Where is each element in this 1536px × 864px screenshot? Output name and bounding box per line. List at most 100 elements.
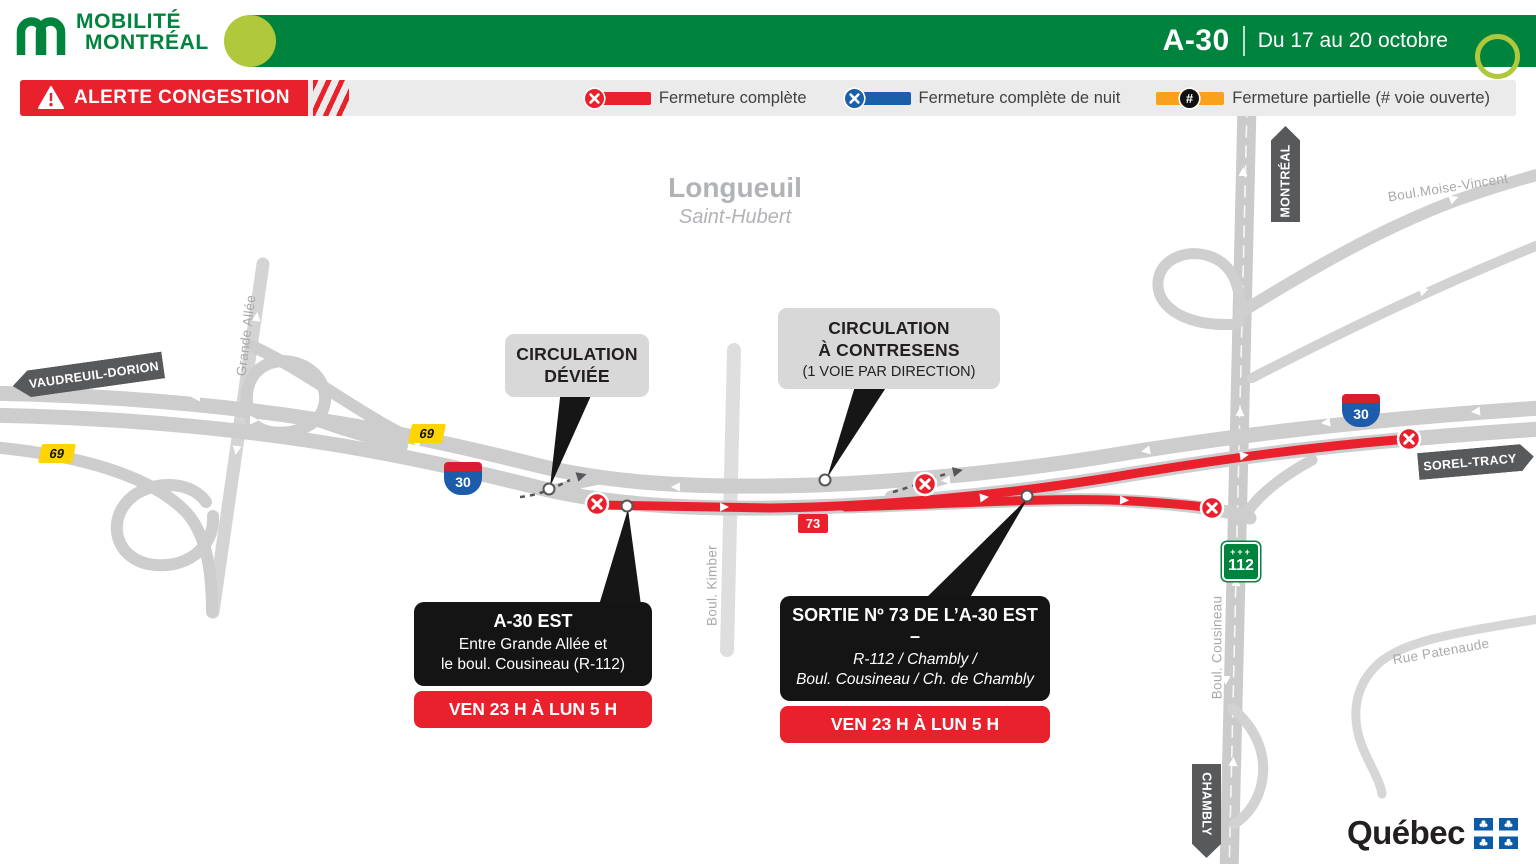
a30-route-shield: 30 [444,462,482,495]
closed-segments [592,434,1413,513]
closure-x-markers [584,426,1422,521]
exit-69-shield: 69 [407,424,447,443]
sign-label: SOREL-TRACY [1422,450,1518,474]
closure-exit-73 [840,495,1217,513]
a30-route-shield: 30 [1342,394,1380,427]
header: MOBILITÉ MONTRÉAL A-30 Du 17 au 20 octob… [0,0,1536,79]
mobilite-montreal-logo: MOBILITÉ MONTRÉAL [16,11,209,55]
svg-text:#: # [1186,91,1194,106]
callout-note: (1 VOIE PAR DIRECTION) [802,363,976,380]
waypoint-dots [542,473,1034,513]
a30-shield-number: 30 [444,471,482,495]
closure-info-a30-est: A-30 EST Entre Grande Allée et le boul. … [414,602,652,728]
legend-item-partial-closure: # Fermeture partielle (# voie ouverte) [1156,86,1490,110]
diversion-dashed-paths [519,472,947,499]
date-range: Du 17 au 20 octobre [1257,29,1448,52]
alert-bar: ALERTE CONGESTION Fermeture complète [20,80,1516,116]
closure-x-marker [1199,495,1225,521]
full-closure-bar [600,91,651,105]
alert-ribbon: ALERTE CONGESTION [20,80,308,116]
road-patenaude [1351,614,1536,799]
closure-detail: le boul. Cousineau (R-112) [440,655,626,673]
road-label-kimber: Boul. Kimber [704,545,720,626]
closure-title: A-30 EST [493,611,573,631]
ribbon-stripes-icon [312,80,349,116]
warning-triangle-icon [38,86,64,109]
route-title: A-30 [1162,24,1230,57]
closure-title: SORTIE Nº 73 DE L’A-30 EST – [792,605,1038,646]
night-closure-x-icon [842,86,866,110]
quebec-flag-icon [1474,817,1518,849]
partial-closure-swatch: # [1156,86,1225,110]
callout-line: À CONTRESENS [818,340,960,361]
closure-x-marker [912,471,938,497]
legend: Fermeture complète Fermeture complète de… [583,86,1516,110]
night-closure-swatch [842,86,911,110]
road-kimber [720,343,741,657]
brand-name: MOBILITÉ MONTRÉAL [76,12,209,53]
area-label: Longueuil Saint-Hubert [630,172,840,229]
a30-shield-number: 30 [1342,403,1380,427]
closure-x-marker [584,491,610,517]
header-divider [1242,26,1245,56]
brand-line-1: MOBILITÉ [76,10,182,34]
closure-x-marker [1396,426,1422,452]
legend-label: Fermeture complète de nuit [918,88,1121,107]
callout-circulation-contresens: CIRCULATION À CONTRESENS (1 VOIE PAR DIR… [778,308,1000,389]
direction-sign-montreal: MONTRÉAL [1271,126,1300,222]
header-green-bar: A-30 Du 17 au 20 octobre [248,15,1536,79]
closure-detail: R-112 / Chambly / [853,651,977,668]
closure-schedule: VEN 23 H À LUN 5 H [780,705,1050,743]
direction-sign-chambly: CHAMBLY [1192,764,1221,858]
callout-line: DÉVIÉE [544,366,610,387]
exit-73-shield: 73 [798,514,828,533]
closure-detail-panel: SORTIE Nº 73 DE L’A-30 EST – R-112 / Cha… [780,596,1050,701]
mobilite-m-icon [16,17,66,55]
ramp-cousineau-south [1239,454,1318,522]
fleur-icons [1224,544,1258,557]
ramp-loop-west [110,479,220,572]
accent-circle-icon [224,15,276,67]
exit-69-shield: 69 [37,444,77,463]
callout-circulation-deviee: CIRCULATION DÉVIÉE [505,334,649,397]
quebec-wordmark: Québec [1346,814,1466,851]
closure-detail: Boul. Cousineau / Ch. de Chambly [796,670,1034,688]
closure-info-sortie-73: SORTIE Nº 73 DE L’A-30 EST – R-112 / Cha… [780,596,1050,743]
sign-label: MONTRÉAL [1278,144,1293,218]
ramp-southwest [0,441,218,618]
ramp-cousineau-loop [1152,248,1246,331]
closure-detail: Entre Grande Allée et [458,636,608,653]
ramp-moise-parallel [1247,240,1536,383]
accent-ring-icon [1475,34,1520,79]
road-moise-vincent [1237,169,1536,317]
alert-bar-wrap: ALERTE CONGESTION Fermeture complète [0,72,1536,116]
a30-shield-band [444,462,482,471]
ramp-south-branch [1227,703,1269,829]
partial-hash-icon: # [1178,86,1201,110]
diversion-arrowheads [575,467,963,482]
a30-shield-band [1342,394,1380,403]
callout-pointers [550,383,1028,605]
closure-x-icon [583,86,606,110]
night-closure-bar [860,91,911,105]
sign-label: CHAMBLY [1199,772,1214,836]
route-112-shield: 112 [1222,542,1260,581]
legend-item-full-closure: Fermeture complète [583,86,807,110]
district-label: Saint-Hubert [678,206,792,228]
route-112-number: 112 [1228,557,1254,574]
closure-schedule: VEN 23 H À LUN 5 H [414,690,652,728]
closure-map: Longueuil Saint-Hubert Grande Allée Boul… [0,116,1536,864]
traffic-arrows [191,167,1481,767]
legend-label: Fermeture complète [658,88,807,107]
quebec-government-logo: Québec [1347,814,1518,852]
cousineau-centerline [1228,116,1248,864]
legend-item-night-closure: Fermeture complète de nuit [842,86,1121,110]
road-label-cousineau: Boul. Cousineau [1209,595,1225,700]
city-label: Longueuil [668,172,802,203]
legend-label: Fermeture partielle (# voie ouverte) [1232,88,1490,107]
callout-line: CIRCULATION [516,344,638,364]
brand-line-2: MONTRÉAL [85,31,209,54]
full-closure-swatch [583,86,651,110]
road-a30-westbound [0,385,1536,494]
map-roads-svg [0,116,1536,864]
